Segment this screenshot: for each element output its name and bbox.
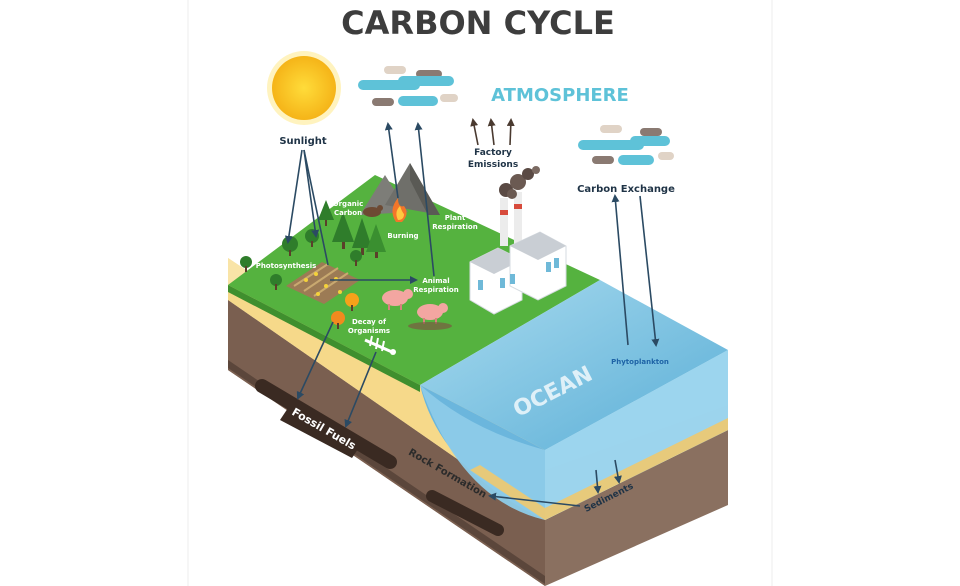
animal-respiration-label-line2: Respiration bbox=[413, 286, 458, 294]
plant-respiration-label-line2: Respiration bbox=[432, 223, 477, 231]
organic-carbon-label-line1: Organic bbox=[333, 200, 364, 208]
diagram-title: CARBON CYCLE bbox=[341, 4, 615, 42]
arrow-sunlight-left bbox=[288, 150, 302, 242]
sunlight-label: Sunlight bbox=[279, 136, 327, 147]
burning-label: Burning bbox=[387, 232, 418, 240]
carbon-exchange-label: Carbon Exchange bbox=[577, 184, 675, 195]
sun-icon bbox=[267, 51, 341, 125]
animal-respiration-label-line1: Animal bbox=[422, 277, 449, 285]
atmosphere-label: ATMOSPHERE bbox=[491, 85, 629, 106]
factory-emission-arrows bbox=[473, 120, 511, 145]
cloud-icon bbox=[578, 125, 674, 165]
factory-emissions-label-line2: Emissions bbox=[468, 160, 518, 170]
cloud-icon bbox=[358, 66, 458, 106]
organic-carbon-label-line2: Carbon bbox=[334, 209, 362, 217]
decay-label-line1: Decay of bbox=[352, 318, 387, 326]
arrow-sunlight-right bbox=[304, 150, 316, 236]
factory-emissions-label-line1: Factory bbox=[474, 148, 512, 158]
photosynthesis-label: Photosynthesis bbox=[256, 262, 317, 270]
plant-respiration-label-line1: Plant bbox=[445, 214, 466, 222]
decay-label-line2: Organisms bbox=[348, 327, 390, 335]
phytoplankton-label: Phytoplankton bbox=[611, 358, 669, 366]
